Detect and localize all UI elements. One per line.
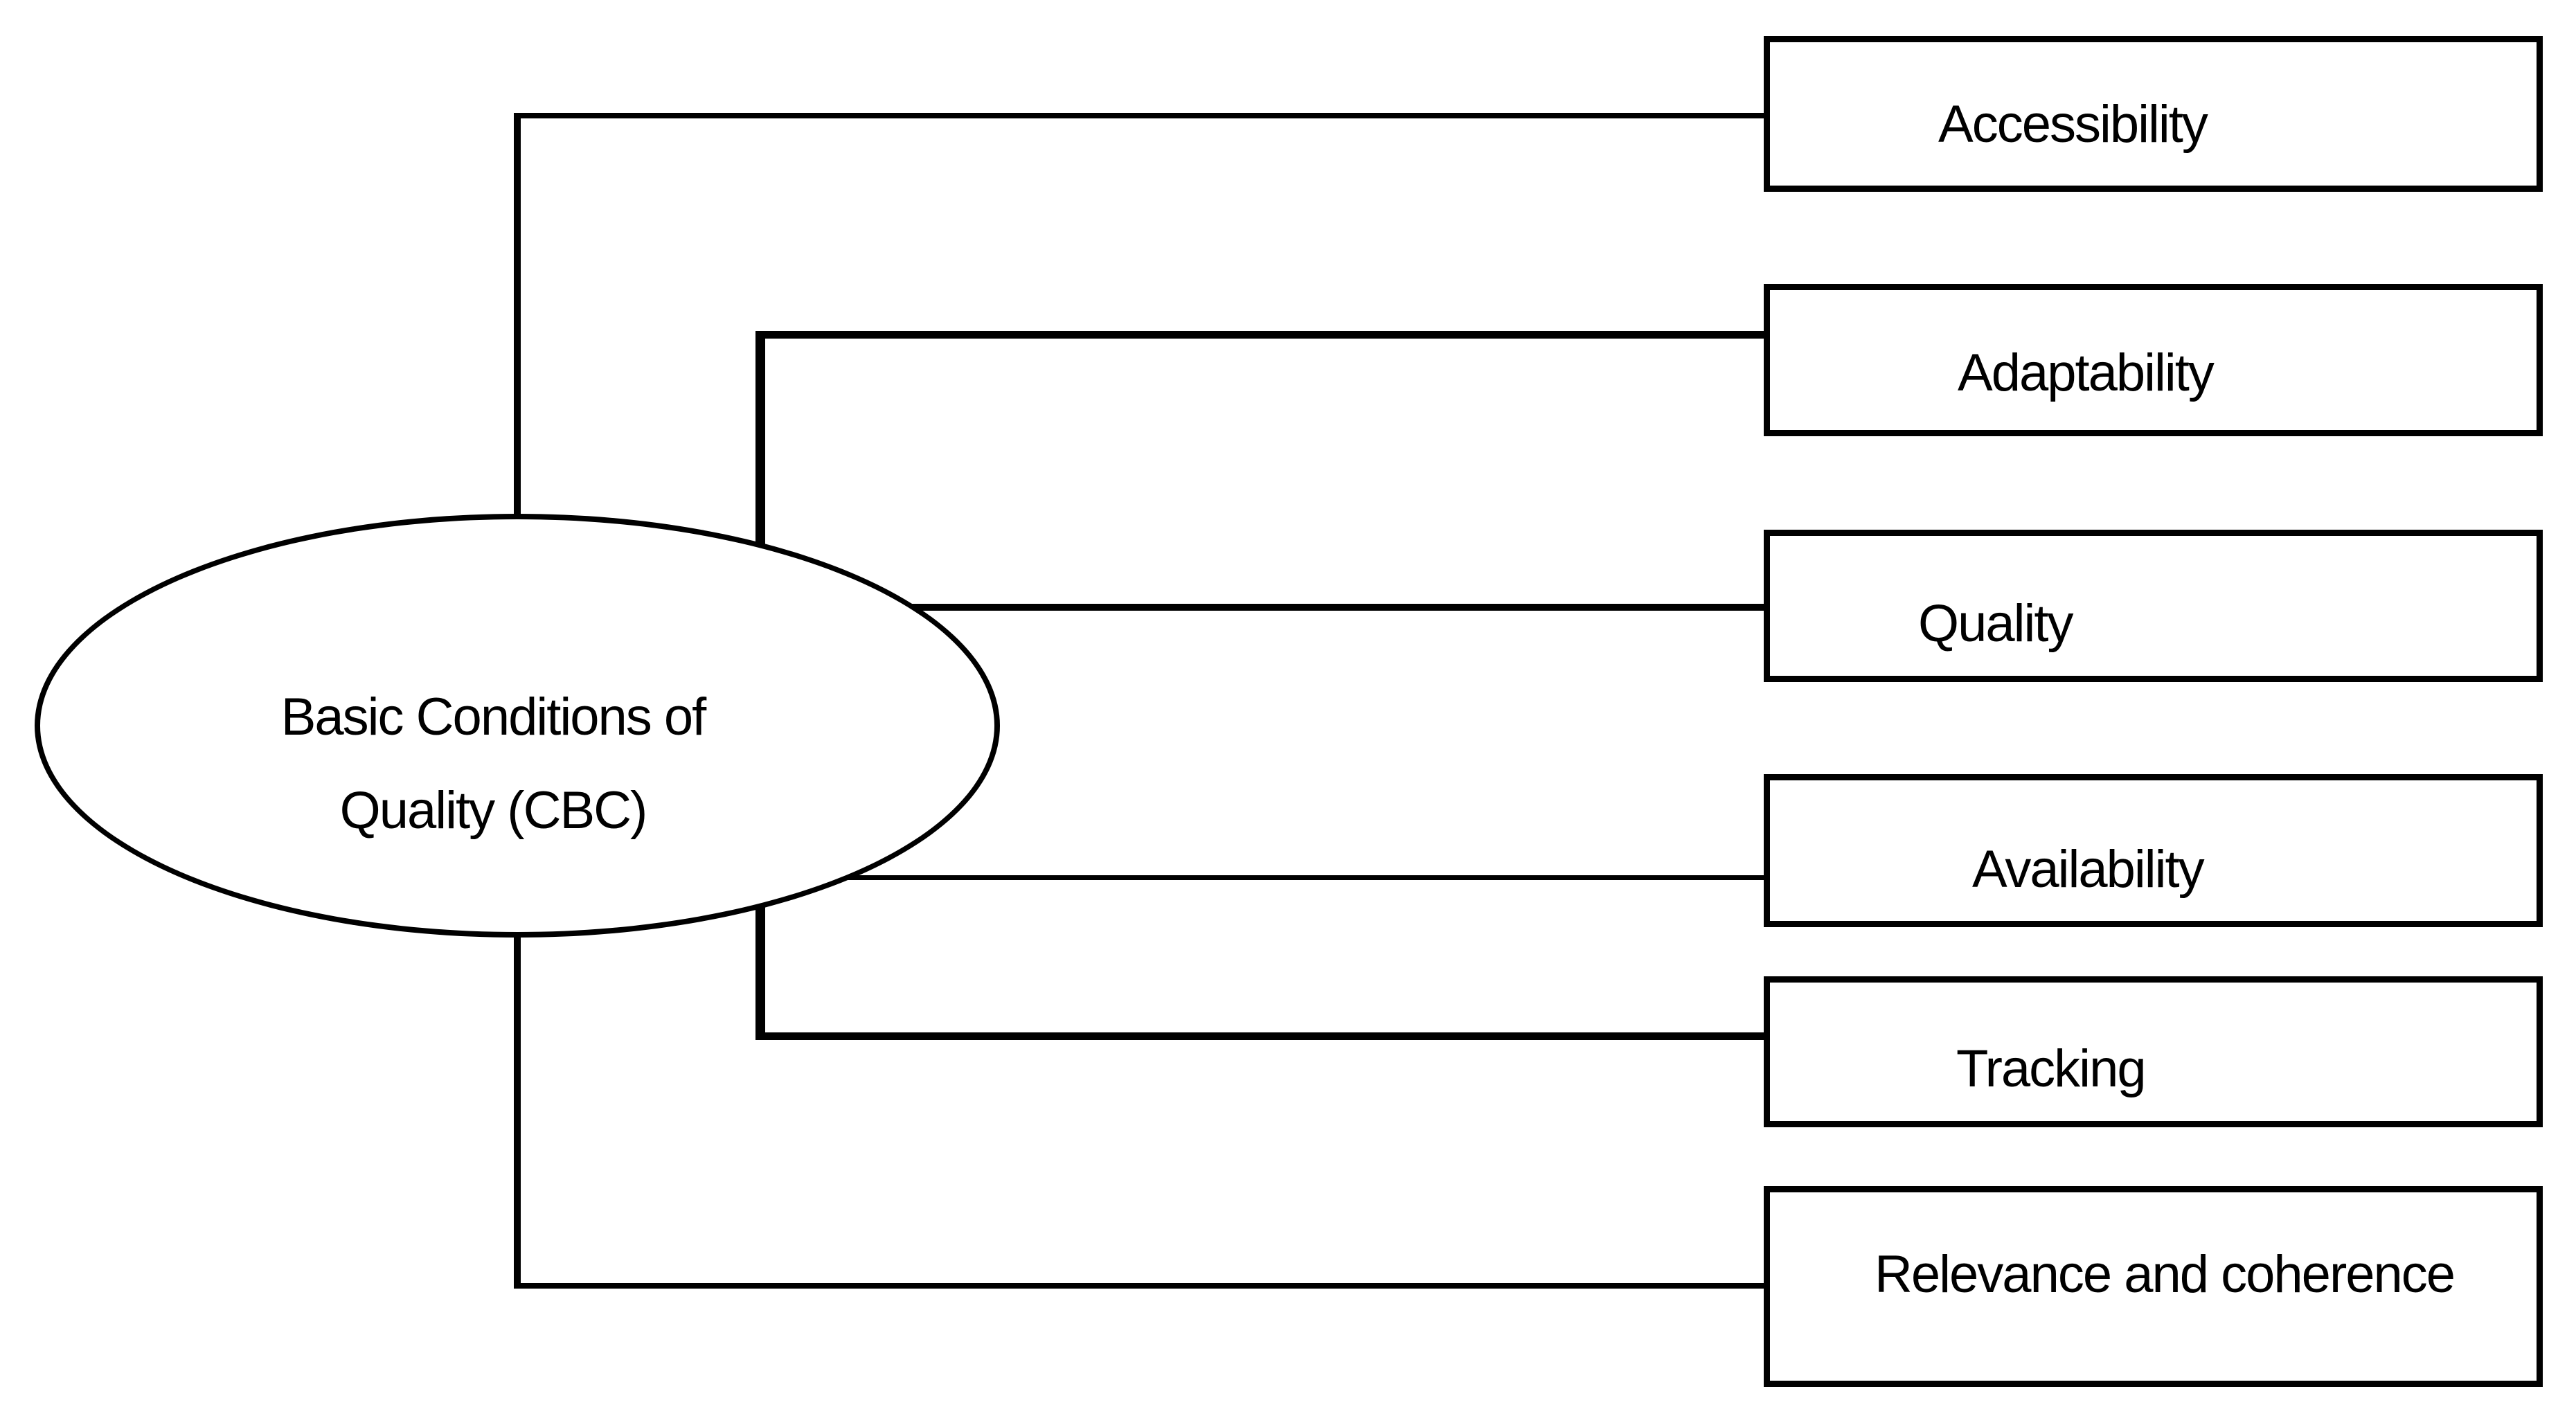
node-box-quality: Quality <box>1764 530 2543 682</box>
connector-availability <box>796 875 1764 880</box>
node-box-availability: Availability <box>1764 774 2543 927</box>
node-box-relevance-coherence: Relevance and coherence <box>1764 1186 2543 1387</box>
node-label-quality: Quality <box>1918 594 2074 653</box>
node-box-accessibility: Accessibility <box>1764 36 2543 192</box>
center-node-label-line1: Basic Conditions of <box>280 688 707 746</box>
node-label-relevance-coherence: Relevance and coherence <box>1875 1245 2456 1304</box>
connector-tracking <box>755 1032 1764 1040</box>
connector-accessibility <box>514 113 1764 118</box>
node-box-adaptability: Adaptability <box>1764 284 2543 436</box>
node-label-adaptability: Adaptability <box>1958 343 2215 402</box>
connector-relevance <box>514 1283 1764 1289</box>
node-box-tracking: Tracking <box>1764 976 2543 1127</box>
connector-adaptability <box>755 331 1764 339</box>
node-label-accessibility: Accessibility <box>1938 94 2208 154</box>
center-node-ellipse <box>35 514 1000 938</box>
center-node-label: Basic Conditions of Quality (CBC) <box>35 670 1000 857</box>
center-node-label-line2: Quality (CBC) <box>339 781 648 840</box>
node-label-tracking: Tracking <box>1956 1039 2147 1098</box>
node-label-availability: Availability <box>1972 839 2205 899</box>
connector-quality <box>796 604 1764 611</box>
